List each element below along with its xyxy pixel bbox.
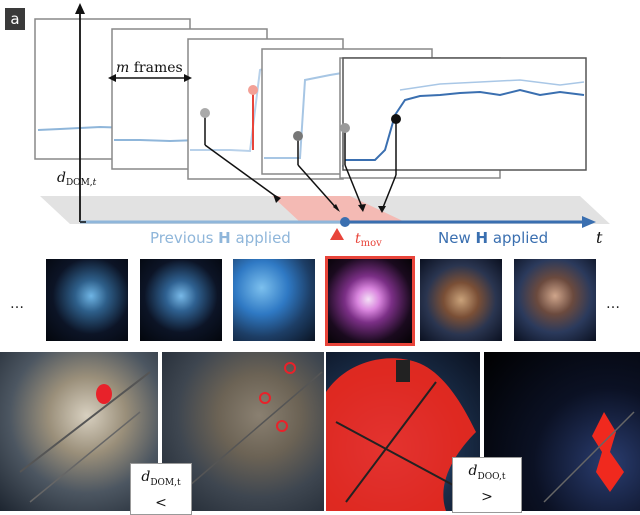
marker-4 — [391, 114, 401, 124]
panel-c-metric-box: dDOO,t > — [452, 457, 522, 513]
frame-6 — [342, 57, 587, 171]
previous-label: Previous H applied — [150, 229, 291, 247]
new-label: New H applied — [438, 229, 548, 247]
panel-c-left-overlay — [326, 358, 476, 511]
thumbnail-5 — [420, 259, 502, 341]
thumbnail-6 — [514, 259, 596, 341]
tmov-label: tmov — [355, 231, 382, 249]
panel-c-photo-right — [484, 352, 640, 511]
thumbnail-2 — [140, 259, 222, 341]
svg-text:m frames: m frames — [116, 60, 183, 76]
m-frames-label: m — [116, 60, 129, 76]
thumbnail-3 — [233, 259, 315, 341]
panel-b-left-overlay — [19, 371, 151, 503]
thumbnail-1 — [46, 259, 128, 341]
panel-a-tag: a — [5, 8, 25, 30]
marker-3 — [340, 123, 350, 133]
panel-c-right-overlay — [543, 411, 635, 503]
x-axis-label: t — [596, 228, 603, 247]
panel-b-right-overlay — [181, 362, 323, 493]
tmov-triangle — [330, 228, 344, 240]
tmov-dot — [340, 217, 350, 227]
panel-b-metric-box: dDOM,t < — [130, 463, 192, 515]
marker-2 — [293, 131, 303, 141]
thumbnail-4-tmov — [325, 256, 415, 346]
thumbnails-ellipsis-left: … — [10, 296, 25, 312]
y-axis-label: dDOM,t — [57, 170, 97, 188]
panel-a-diagram: m frames dDOM,t t Previous H applied New… — [34, 3, 610, 249]
thumbnails-ellipsis-right: … — [606, 296, 621, 312]
marker-1 — [200, 108, 210, 118]
